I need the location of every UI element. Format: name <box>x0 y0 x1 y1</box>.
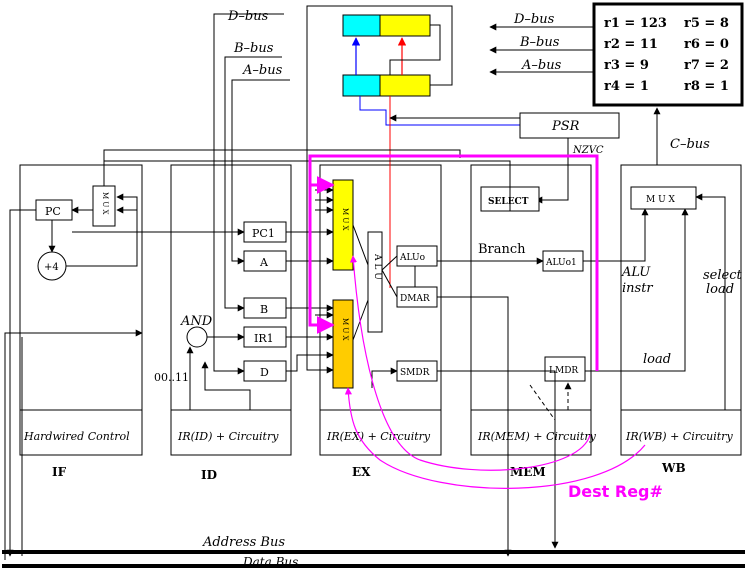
psr-label: PSR <box>551 119 580 134</box>
reg-r6: r6 = 0 <box>684 37 729 52</box>
if-stage-name: IF <box>52 465 67 479</box>
a-label: A <box>259 256 269 269</box>
aluo1-label: ALUo1 <box>545 258 577 268</box>
ex-control-label: IR(EX) + Circuitry <box>326 430 431 443</box>
a-bus-top-label: A–bus <box>242 63 283 78</box>
if-control-label: Hardwired Control <box>23 430 130 443</box>
reg-r8: r8 = 1 <box>684 79 729 94</box>
pc1-label: PC1 <box>252 227 275 240</box>
d-label: D <box>260 366 269 379</box>
reg-yellow-bottom <box>379 74 431 97</box>
reg-r7: r7 = 2 <box>684 58 729 73</box>
c-bus-label: C–bus <box>670 137 710 152</box>
smdr-label: SMDR <box>400 368 430 378</box>
reg-r2: r2 = 11 <box>604 37 658 52</box>
data-bus-label: Data Bus <box>242 555 298 569</box>
nzvc-label: NZVC <box>572 145 604 156</box>
pc-label: PC <box>45 205 61 218</box>
alu-instr-label-1: ALU <box>621 265 651 280</box>
reg-cyan-bottom <box>342 74 381 97</box>
lmdr-label: LMDR <box>549 366 578 376</box>
reg-r1: r1 = 123 <box>604 16 667 31</box>
d-bus-right-label: D–bus <box>513 12 555 27</box>
ex-mux-top-label: M U X <box>341 208 349 231</box>
forward-path <box>308 154 599 371</box>
ir1-label: IR1 <box>254 332 274 345</box>
lmdr-register <box>544 356 586 382</box>
b-bus-right-label: B–bus <box>519 35 560 50</box>
aluo-label: ALUo <box>399 253 425 263</box>
a-bus-right-label: A–bus <box>521 58 562 73</box>
dest-reg-label: Dest Reg# <box>568 482 663 501</box>
branch-label: Branch <box>478 242 526 257</box>
mem-stage-box <box>470 164 592 456</box>
b-bus-top-label: B–bus <box>233 41 274 56</box>
wb-stage-box <box>620 164 742 456</box>
alu-label: A L U <box>372 253 382 280</box>
const-label: 00..11 <box>154 371 189 384</box>
alu-instr-label-2: instr <box>622 281 653 296</box>
plus4-label: +4 <box>44 262 59 273</box>
id-stage-box <box>170 164 292 456</box>
reg-cyan-top <box>342 14 381 37</box>
aluo-register <box>396 245 438 267</box>
mem-control-label: IR(MEM) + Circuitry <box>477 430 597 443</box>
alu <box>367 231 383 333</box>
wb-control-label: IR(WB) + Circuitry <box>625 430 733 443</box>
reg-r4: r4 = 1 <box>604 79 649 94</box>
reg-yellow-top <box>379 14 431 37</box>
address-bus-label: Address Bus <box>202 535 285 550</box>
wb-mux-label: M U X <box>646 195 676 205</box>
reg-r5: r5 = 8 <box>684 16 729 31</box>
ex-mux-bottom-label: M U X <box>341 318 349 341</box>
psr-box <box>519 112 620 139</box>
d-bus-top-label: D–bus <box>227 9 269 24</box>
if-mux-label: M U X <box>101 192 109 215</box>
dmar-label: DMAR <box>400 294 430 304</box>
wb-stage-name: WB <box>661 461 686 475</box>
select-label: SELECT <box>488 197 529 207</box>
register-file-box <box>592 2 744 107</box>
select-load-label-2: load <box>706 282 734 297</box>
ex-stage-name: EX <box>352 465 371 479</box>
b-label: B <box>260 303 268 316</box>
reg-r3: r3 = 9 <box>604 58 649 73</box>
and-gate <box>186 326 208 348</box>
ex-mux-bottom <box>332 299 354 389</box>
id-stage-name: ID <box>201 468 217 482</box>
and-label: AND <box>180 314 213 329</box>
if-stage-box <box>19 164 143 456</box>
ex-stage-box <box>319 164 442 456</box>
load-label: load <box>643 352 671 367</box>
id-control-label: IR(ID) + Circuitry <box>177 430 279 443</box>
select-load-label-1: select <box>703 268 742 283</box>
